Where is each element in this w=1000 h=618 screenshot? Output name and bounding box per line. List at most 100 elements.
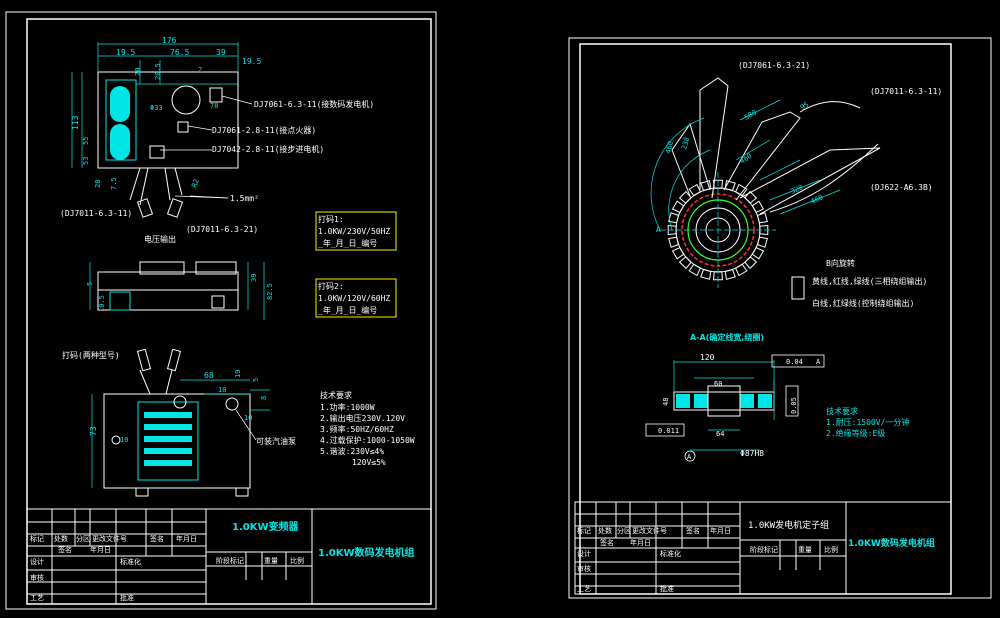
right-tb-scale: 比例 xyxy=(824,545,838,554)
dim-28: 28 xyxy=(94,180,102,188)
dim-580: 580 xyxy=(743,108,758,121)
left-tb-r2-c2: 签名 xyxy=(58,545,72,554)
left-sheet: 176 19.5 76.5 39 19.5 20 20.5 2 55 113 5… xyxy=(5,11,437,610)
note2-line2: _年_月_日_编号 xyxy=(318,305,377,315)
left-tech-item-6: 120V≤5% xyxy=(352,458,386,467)
dim-phi33: Φ33 xyxy=(150,104,163,112)
label-voltage-output: 电压输出 xyxy=(144,234,176,244)
tolerance-frame-flat xyxy=(645,423,685,437)
label-dj7011-left: (DJ7011-6.3-11) xyxy=(60,209,132,218)
stator-tooth xyxy=(744,256,758,270)
dim-68: 68 xyxy=(204,371,214,380)
stator-tooth xyxy=(668,236,680,248)
dim-10-c: 10 xyxy=(244,414,252,422)
stator-tooth xyxy=(744,190,758,204)
stator-tooth xyxy=(759,224,769,236)
left-tb-r1-c4: 更改文件号 xyxy=(92,534,127,543)
note-box-1 xyxy=(315,211,397,251)
stator-tooth xyxy=(688,183,702,197)
stator-tooth xyxy=(671,246,685,260)
stator-view xyxy=(660,172,776,288)
dim-10-b: 10 xyxy=(218,386,226,394)
left-title-block xyxy=(26,508,432,605)
left-tech-title: 技术要求 xyxy=(320,390,352,400)
label-dj7011-right: (DJ7011-6.3-21) xyxy=(186,225,258,234)
left-tb-r1-c5: 签名 xyxy=(150,534,164,543)
dim-460-a: 460 xyxy=(664,140,675,154)
left-tb-r1-c3: 分区 xyxy=(76,534,90,543)
right-tb-r1-c3: 分区 xyxy=(617,526,631,535)
right-tb-r2-c4: 标准化 xyxy=(660,549,681,558)
dim-64: 64 xyxy=(716,430,724,438)
bottom-view-dim-lines xyxy=(91,379,270,488)
label-wire-1-5mm: 1.5mm² xyxy=(230,194,259,203)
note2-line1: 1.0KW/120V/60HZ xyxy=(318,294,390,303)
left-drawing-name: 1.0KW变频器 xyxy=(232,520,299,533)
stator-tooth xyxy=(734,263,748,277)
label-stamp-two-models: 打码(两种型号) xyxy=(62,350,120,360)
note1-line1: 1.0KW/230V/50HZ xyxy=(318,227,390,236)
inverter-side-view xyxy=(97,261,239,311)
stator-tooth xyxy=(756,212,768,224)
dim-60: 60 xyxy=(714,380,722,388)
dim-10-d: 10 xyxy=(120,436,128,444)
section-mark-a-left: A xyxy=(656,225,661,234)
label-wires-control: 白线,红绿线(控制绕组输出) xyxy=(812,298,914,308)
dim-39-side: 39 xyxy=(250,274,258,282)
section-a-a-view xyxy=(673,385,775,417)
left-tb-r2-c1: 设计 xyxy=(30,557,44,566)
tolerance-frame-top xyxy=(771,354,825,368)
dim-320: 320 xyxy=(789,183,804,196)
right-sheet: 460 238 580 460 95 320 460 (DJ7061-6.3-2… xyxy=(568,37,992,599)
dim-78: 78 xyxy=(210,102,218,110)
dim-120: 120 xyxy=(700,353,715,362)
stator-tooth xyxy=(756,236,768,248)
top-view-dim-lines xyxy=(71,42,239,168)
left-tb-r1-c2: 处数 xyxy=(54,534,68,543)
left-tb-r2-c3: 年月日 xyxy=(90,545,111,554)
dim-10-5: 10.5 xyxy=(98,295,106,312)
stator-tooth xyxy=(712,271,724,281)
dim-113: 113 xyxy=(71,115,80,130)
right-tb-r1-c4: 更改文件号 xyxy=(632,526,667,535)
right-tb-r4-c1: 工艺 xyxy=(577,585,591,593)
b-direction-connector xyxy=(791,276,805,300)
left-tech-item-4: 4.过载保护:1000-1050W xyxy=(320,435,415,445)
label-wires-three-phase: 黄线,红线,绿线(三相绕组输出) xyxy=(812,276,927,286)
label-dj622: (DJ622-A6.3B) xyxy=(870,183,933,192)
side-view-dim-lines xyxy=(89,262,265,320)
tolerance-frame-side xyxy=(785,385,799,417)
note1-line2: _年_月_日_编号 xyxy=(318,238,377,248)
right-tb-r2-c1: 设计 xyxy=(577,549,591,558)
left-tb-r2-c4: 标准化 xyxy=(120,557,141,566)
right-tb-r2-c2: 签名 xyxy=(600,538,614,547)
label-fuel-pump: 可装汽油泵 xyxy=(256,436,296,446)
label-dj7011-6-3-11-right: (DJ7011-6.3-11) xyxy=(870,87,942,96)
dim-176: 176 xyxy=(162,36,177,45)
right-product-name: 1.0KW数码发电机组 xyxy=(848,537,935,549)
left-tech-item-2: 2.输出电压230V.120V xyxy=(320,413,405,423)
left-tb-scale: 比例 xyxy=(290,556,304,565)
left-tech-item-5: 5.谐波:230V≤4% xyxy=(320,446,384,456)
datum-a-circle xyxy=(684,450,696,462)
left-tb-stage: 阶段标记 xyxy=(216,556,244,565)
stator-tooth xyxy=(678,256,692,270)
section-title: A-A(确定线宽,绕圈) xyxy=(690,332,764,342)
right-tb-r1-c5: 签名 xyxy=(686,526,700,535)
right-tb-r3-c1: 审核 xyxy=(577,564,591,573)
dim-53: 53 xyxy=(82,157,90,165)
fuel-pump-leader xyxy=(235,409,257,441)
dim-73: 73 xyxy=(89,426,98,436)
dim-2: 2 xyxy=(198,66,202,74)
note-box-2 xyxy=(315,278,397,318)
dim-95: 95 xyxy=(799,101,810,112)
label-dj7042: DJ7042-2.8-11(接步进电机) xyxy=(212,144,324,154)
dim-5-b: 5 xyxy=(252,378,260,382)
left-tech-item-1: 1.功率:1000W xyxy=(320,402,375,412)
datum-a-label: A xyxy=(687,453,692,461)
stator-dim-lines xyxy=(650,99,841,231)
note1-title: 打码1: xyxy=(318,214,344,224)
left-tech-item-3: 3.频率:50HZ/60HZ xyxy=(320,424,394,434)
dim-460-b: 460 xyxy=(739,152,754,166)
dim-20: 20 xyxy=(134,68,142,76)
